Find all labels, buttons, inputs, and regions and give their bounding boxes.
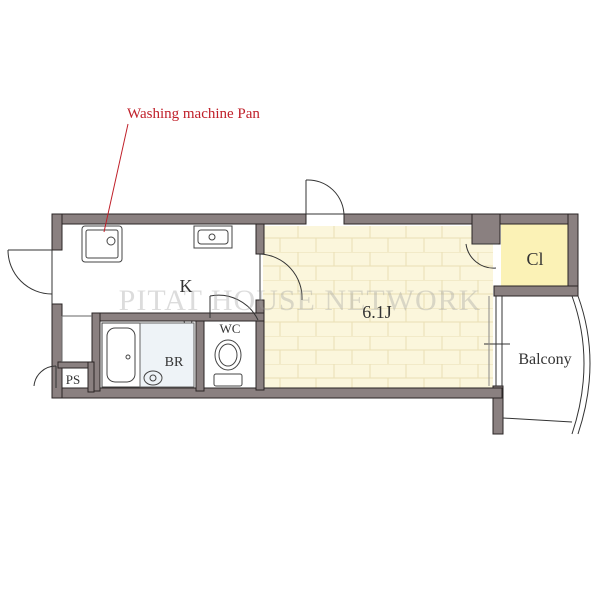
- main-room-top-door: [305, 179, 345, 217]
- bathroom-label: BR: [165, 355, 184, 370]
- bathroom-sink: [139, 322, 195, 388]
- walls: [51, 213, 579, 435]
- kitchen-door: [259, 253, 303, 301]
- toilet-label: WC: [220, 321, 241, 336]
- closet-label: Cl: [526, 249, 543, 269]
- kitchen-sink: [193, 225, 233, 249]
- wc-door: [209, 294, 259, 321]
- toilet: [213, 339, 243, 387]
- balcony: [484, 295, 591, 435]
- entrance-door: [7, 249, 53, 304]
- watermark: PITAT HOUSE NETWORK: [119, 284, 482, 317]
- main-room-label: 6.1J: [362, 302, 392, 322]
- pipe-space-label: PS: [66, 372, 80, 387]
- kitchen-floor: [62, 224, 258, 316]
- kitchen-label: K: [180, 276, 193, 296]
- closet-floor: [501, 224, 569, 286]
- main-room-floor: [263, 226, 493, 389]
- balcony-label: Balcony: [518, 351, 571, 368]
- washing-machine-pan: [81, 225, 123, 263]
- washing-machine-label: Washing machine Pan: [127, 106, 260, 122]
- ps-door: [33, 365, 57, 388]
- closet-door: [465, 243, 498, 269]
- washing-machine-leader: [103, 123, 129, 233]
- bathtub: [101, 322, 141, 388]
